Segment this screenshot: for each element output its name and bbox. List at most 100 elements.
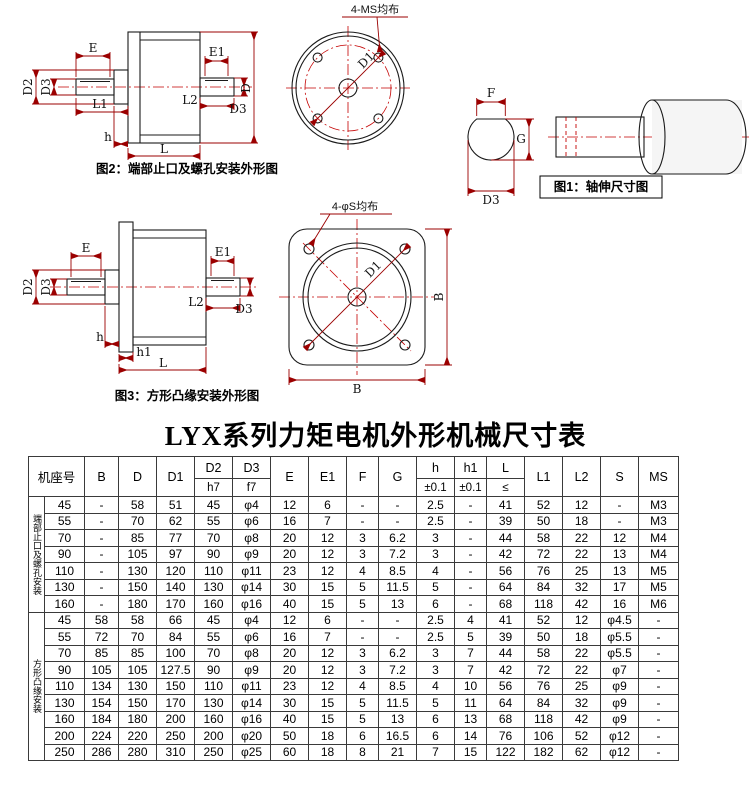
- col-header-MS: MS: [638, 456, 680, 497]
- dimension-value-cell: 7: [416, 743, 456, 761]
- dimension-value-cell: 6: [308, 611, 348, 629]
- dimension-value-cell: 70: [194, 529, 234, 547]
- dimension-value-cell: 130: [194, 694, 234, 712]
- figure1-shaft-dims: F G D3 图1：轴伸尺寸图: [467, 86, 750, 207]
- dimension-value-cell: -: [638, 694, 680, 712]
- dimension-value-cell: 45: [194, 611, 234, 629]
- dimension-value-cell: 3: [346, 644, 380, 662]
- dim-label-L: L: [159, 356, 167, 370]
- dimension-value-cell: 76: [524, 562, 564, 580]
- frame-number-cell: 70: [43, 529, 86, 547]
- dimension-value-cell: 12: [270, 496, 310, 514]
- dimension-value-cell: 7: [308, 628, 348, 646]
- dimension-value-cell: M4: [638, 529, 680, 547]
- dimension-value-cell: φ12: [600, 727, 640, 745]
- dimension-value-cell: 12: [308, 677, 348, 695]
- dimension-value-cell: 170: [156, 595, 196, 613]
- dimension-value-cell: 90: [194, 661, 234, 679]
- bolt-circle: [304, 44, 392, 132]
- dimension-value-cell: 110: [194, 562, 234, 580]
- frame-number-cell: 160: [43, 595, 86, 613]
- figure2-caption: 图2：端部止口及螺孔安装外形图: [96, 161, 278, 176]
- dimension-value-cell: 68: [486, 595, 526, 613]
- col-header-G: G: [378, 456, 418, 497]
- figure2-front-view: D1 4-MS均布: [286, 3, 410, 150]
- rear-shaft: [205, 277, 241, 297]
- frame-number-cell: 55: [43, 628, 86, 646]
- dimension-value-cell: -: [378, 496, 418, 514]
- dimension-value-cell: -: [346, 496, 380, 514]
- dimension-value-cell: 2.5: [416, 628, 456, 646]
- dimension-value-cell: φ5.5: [600, 644, 640, 662]
- dimension-value-cell: 12: [308, 545, 348, 563]
- dimension-value-cell: 310: [156, 743, 196, 761]
- dimension-value-cell: 56: [486, 562, 526, 580]
- dimension-value-cell: 7.2: [378, 661, 418, 679]
- dimension-value-cell: 45: [194, 496, 234, 514]
- dimension-value-cell: -: [638, 743, 680, 761]
- dimension-value-cell: -: [454, 562, 488, 580]
- dim-label-D3-right: D3: [229, 102, 246, 116]
- dimension-value-cell: 106: [524, 727, 564, 745]
- dimension-value-cell: φ16: [232, 710, 272, 728]
- dimension-value-cell: 72: [524, 545, 564, 563]
- dimension-value-cell: 7: [454, 644, 488, 662]
- dim-label-h: h: [104, 130, 112, 144]
- dimension-value-cell: -: [638, 611, 680, 629]
- dimension-value-cell: 8.5: [378, 677, 418, 695]
- dimension-value-cell: 30: [270, 694, 310, 712]
- dimension-value-cell: 170: [156, 694, 196, 712]
- dimension-value-cell: 50: [524, 628, 564, 646]
- dimension-value-cell: 85: [118, 644, 158, 662]
- frame-number-cell: 90: [43, 661, 86, 679]
- dimension-value-cell: 58: [524, 644, 564, 662]
- dimension-value-cell: 12: [308, 644, 348, 662]
- dimension-value-cell: 180: [118, 710, 158, 728]
- dimension-value-cell: 4: [416, 562, 456, 580]
- dimension-value-cell: 100: [156, 644, 196, 662]
- dimension-value-cell: 25: [562, 562, 602, 580]
- dimension-value-cell: -: [638, 644, 680, 662]
- dimension-value-cell: 55: [194, 628, 234, 646]
- dimension-value-cell: 64: [486, 694, 526, 712]
- dimension-value-cell: 13: [600, 562, 640, 580]
- dimension-value-cell: 85: [118, 529, 158, 547]
- dimension-value-cell: 8.5: [378, 562, 418, 580]
- dimension-value-cell: 42: [562, 595, 602, 613]
- dim-label-L: L: [160, 142, 168, 156]
- dimension-value-cell: 52: [524, 611, 564, 629]
- col-header-frame: 机座号: [27, 456, 86, 497]
- dimension-value-cell: 20: [270, 661, 310, 679]
- dimension-value-cell: φ25: [232, 743, 272, 761]
- dimension-value-cell: 14: [454, 727, 488, 745]
- dimension-value-cell: φ7: [600, 661, 640, 679]
- frame-number-cell: 130: [43, 694, 86, 712]
- dimension-value-cell: 18: [308, 727, 348, 745]
- col-header-D2: D2: [194, 456, 234, 479]
- col-header-h: h: [416, 456, 456, 479]
- dimension-value-cell: 12: [270, 611, 310, 629]
- shaft-cross-section: [467, 118, 515, 161]
- dimension-value-cell: 13: [600, 545, 640, 563]
- subheader-D2-tolerance: h7: [194, 478, 234, 497]
- dimension-value-cell: 7.2: [378, 545, 418, 563]
- front-shaft: [75, 78, 115, 96]
- frame-number-cell: 250: [43, 743, 86, 761]
- dimension-value-cell: 32: [562, 694, 602, 712]
- screw-hole: [312, 52, 323, 63]
- dimension-value-cell: 13: [378, 595, 418, 613]
- dimension-value-cell: 97: [156, 545, 196, 563]
- dimension-value-cell: 220: [118, 727, 158, 745]
- dimension-value-cell: 6: [346, 727, 380, 745]
- dimension-value-cell: 58: [524, 529, 564, 547]
- dimension-value-cell: 90: [194, 545, 234, 563]
- col-header-L1: L1: [524, 456, 564, 497]
- dimension-value-cell: φ12: [600, 743, 640, 761]
- dim-label-B-right: B: [432, 292, 446, 301]
- dimension-value-cell: 122: [486, 743, 526, 761]
- dimension-value-cell: 16: [600, 595, 640, 613]
